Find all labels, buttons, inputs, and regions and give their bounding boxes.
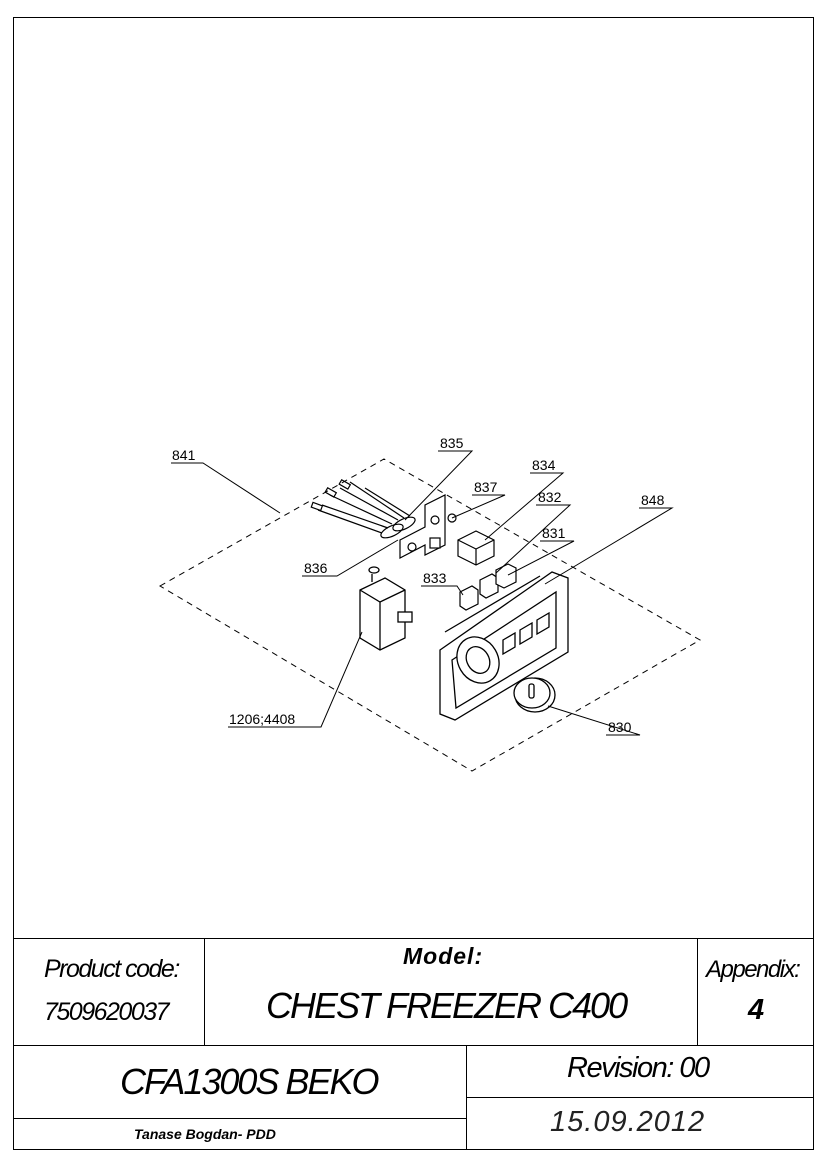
appendix-value: 4 [748, 994, 765, 1026]
callout-836: 836 [304, 560, 328, 576]
bracket-part [399, 494, 457, 559]
callout-841: 841 [172, 447, 196, 463]
callout-831: 831 [542, 525, 566, 541]
drawing-frame [13, 17, 814, 1150]
button-parts [459, 563, 517, 611]
thermostat-part [359, 566, 413, 651]
title-block-mid-line [13, 1045, 814, 1046]
revision: Revision: 00 [567, 1052, 710, 1084]
variant-name: CFA1300S BEKO [120, 1061, 379, 1102]
title-block-top-line [13, 938, 814, 939]
author: Tanase Bogdan- PDD [134, 1126, 276, 1142]
model-label: Model: [403, 943, 484, 969]
date: 15.09.2012 [550, 1106, 706, 1138]
callout-1206-4408: 1206;4408 [229, 711, 295, 727]
product-code-label: Product code: [44, 955, 180, 983]
appendix-label: Appendix: [706, 956, 801, 983]
assembly-boundary [159, 458, 702, 772]
callout-833: 833 [423, 570, 447, 586]
callout-830: 830 [608, 719, 632, 735]
callout-837: 837 [474, 479, 498, 495]
knob-part [513, 677, 556, 713]
wiring-harness [310, 478, 416, 539]
callout-835: 835 [440, 435, 464, 451]
leader-lines [171, 450, 674, 736]
title-block-vline-2 [697, 938, 698, 1045]
product-code-value: 7509620037 [44, 998, 170, 1026]
callout-848: 848 [641, 492, 665, 508]
model-value: CHEST FREEZER C400 [266, 985, 628, 1026]
control-panel [439, 571, 569, 721]
switch-part [457, 530, 495, 566]
title-block-right-hline [466, 1097, 814, 1098]
callout-834: 834 [532, 457, 556, 473]
callout-832: 832 [538, 489, 562, 505]
title-block-vline-1 [204, 938, 205, 1045]
title-block-left-hline [13, 1118, 466, 1119]
